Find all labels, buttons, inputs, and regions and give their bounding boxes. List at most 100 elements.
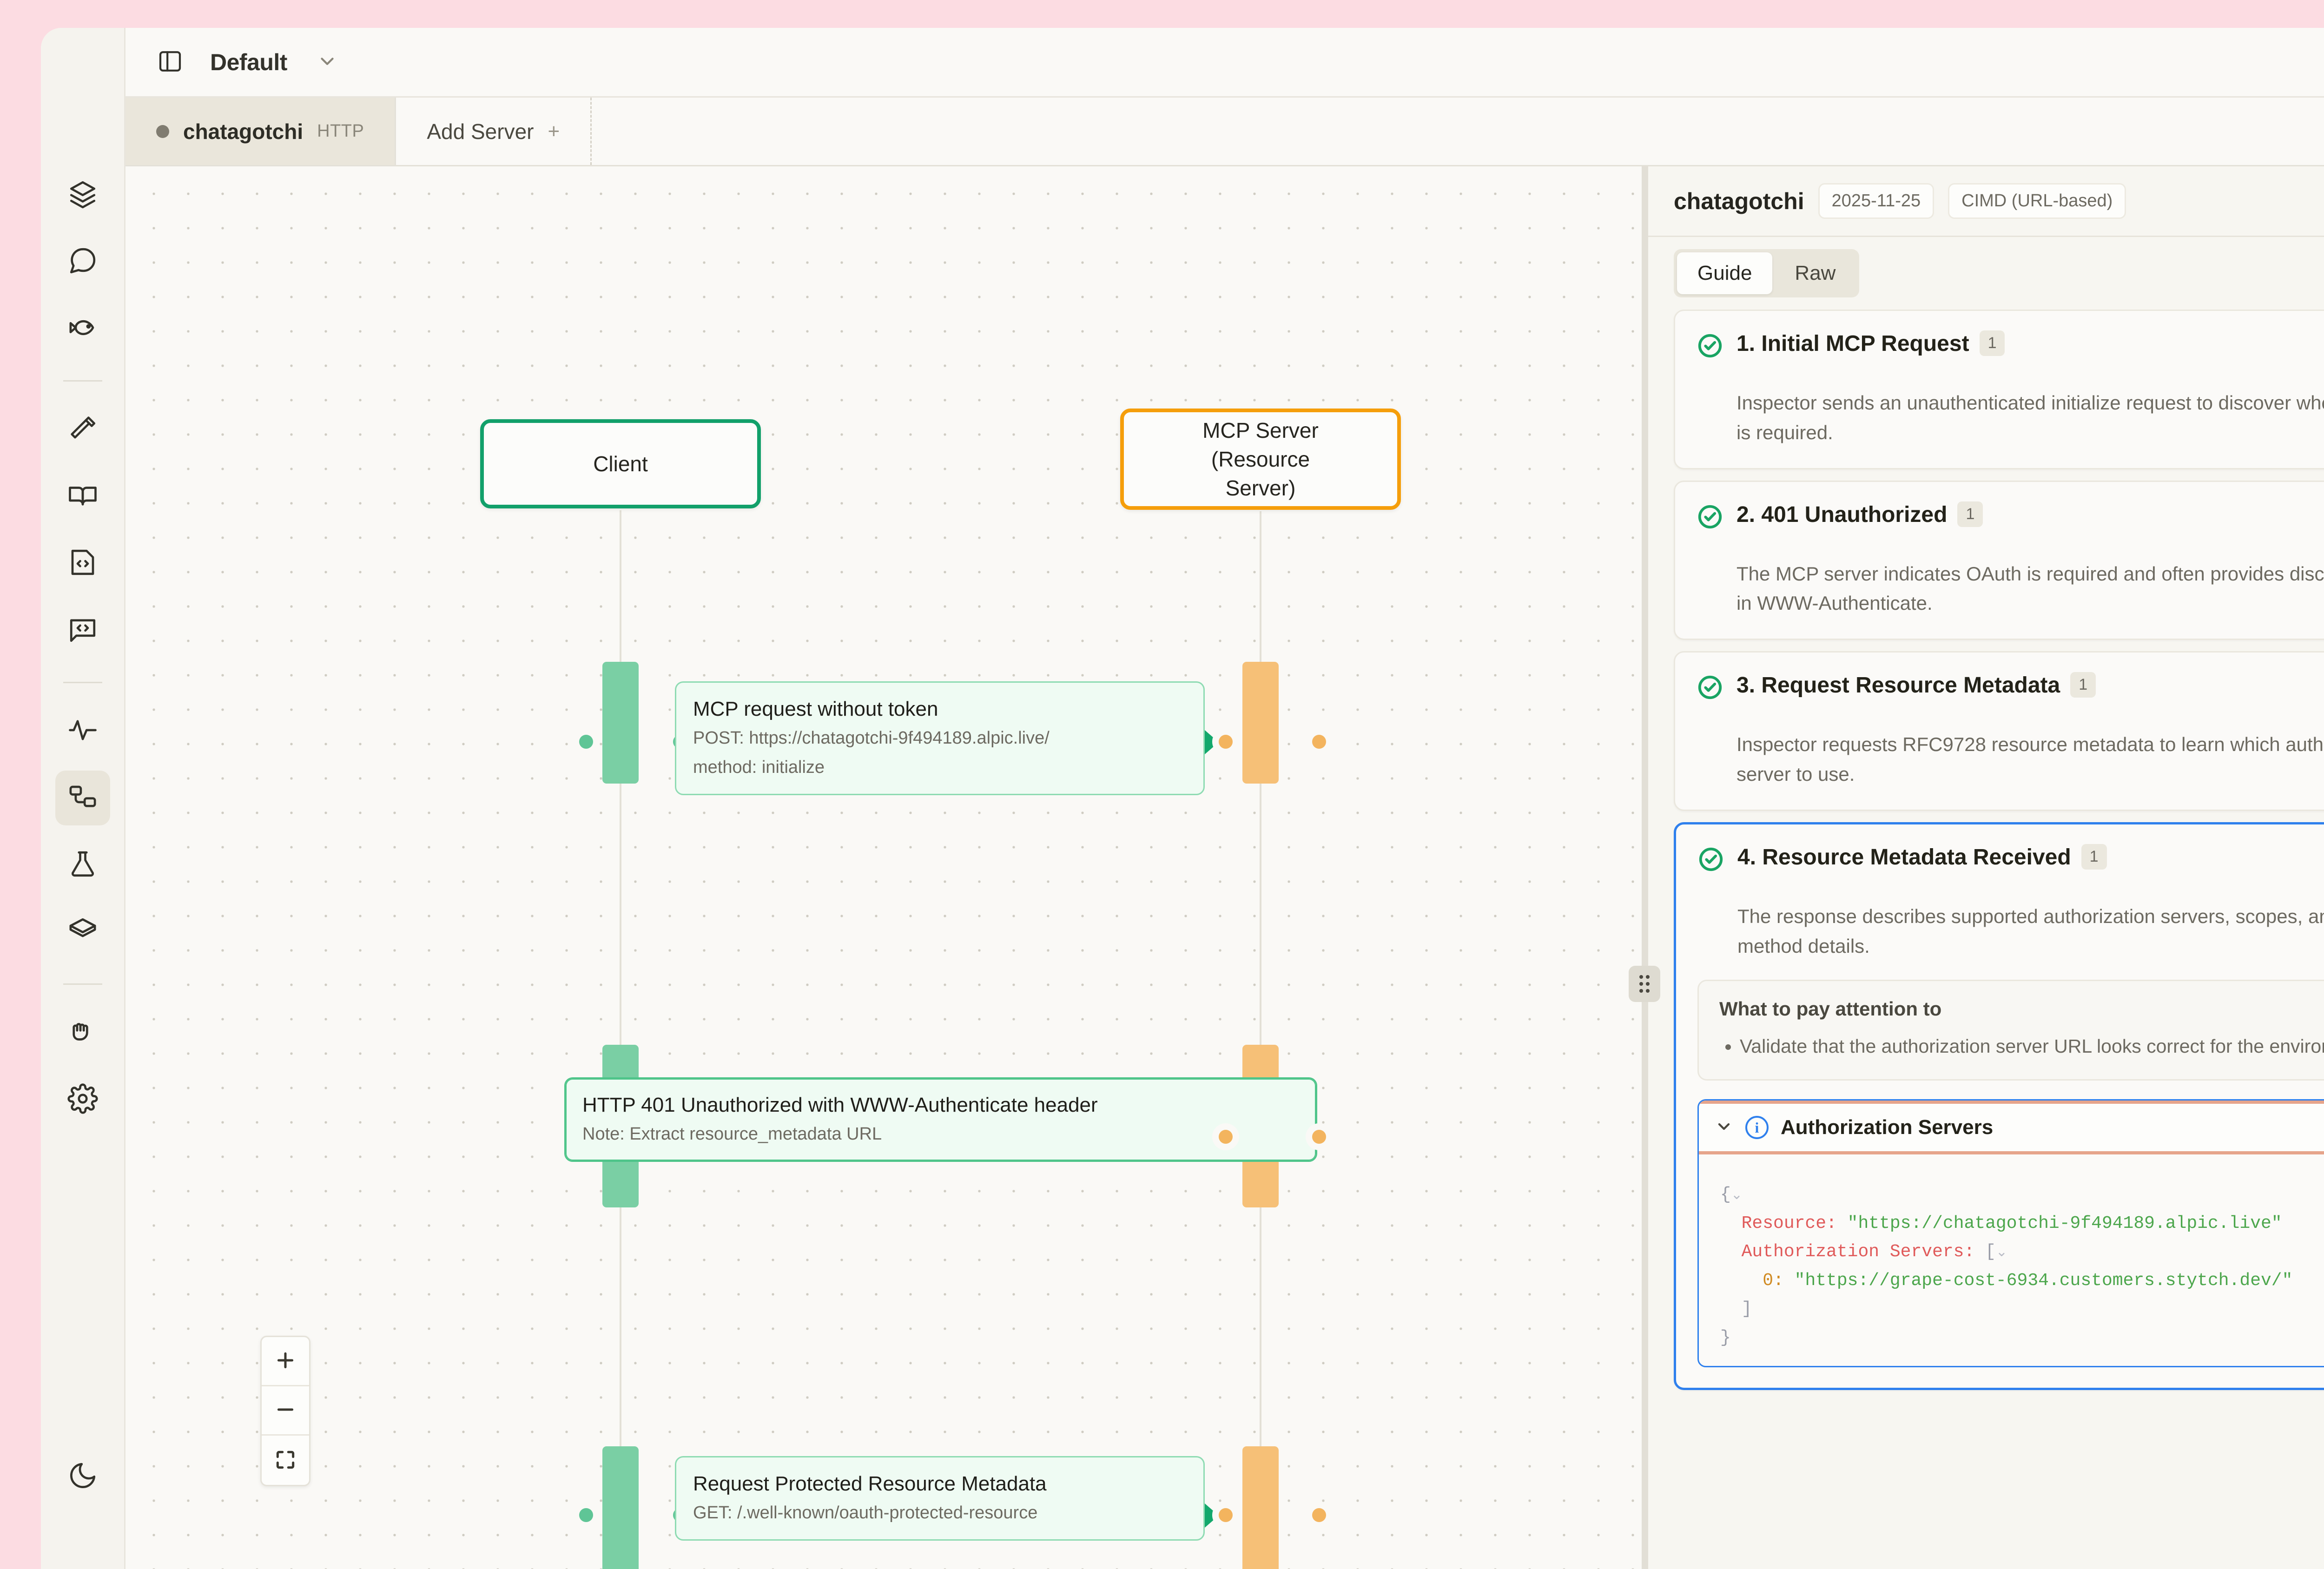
log-entry-header[interactable]: i Authorization Servers 12:39:32 PM (1699, 1101, 2324, 1155)
tab-chatagotchi[interactable]: chatagotchi HTTP (125, 98, 396, 165)
diagram-message-3[interactable]: Request Protected Resource Metadata GET:… (675, 1456, 1205, 1541)
panel-resize-handle[interactable] (1629, 166, 1660, 1569)
log-entry: i Authorization Servers 12:39:32 PM {⌄ R… (1697, 1099, 2324, 1368)
rail-divider-3 (63, 983, 102, 985)
tab-add-server[interactable]: Add Server + (396, 98, 592, 165)
message-sub: GET: /.well-known/oauth-protected-resour… (693, 1503, 1038, 1523)
diagram-message-2[interactable]: HTTP 401 Unauthorized with WWW-Authentic… (564, 1077, 1317, 1162)
log-entry-title: Authorization Servers (1781, 1116, 1994, 1139)
chat-bubble-icon (67, 245, 98, 278)
info-icon: i (1745, 1116, 1769, 1140)
sidebar-item-fish[interactable] (55, 301, 110, 356)
chevron-down-icon[interactable] (1715, 1117, 1733, 1138)
message-title: MCP request without token (693, 698, 938, 720)
sidebar-item-resources[interactable] (55, 469, 110, 524)
step-title: 3. Request Resource Metadata (1736, 673, 2060, 698)
endpoint-dot (1312, 1130, 1326, 1144)
diagram-node-client[interactable]: Client (480, 419, 761, 508)
sidebar-item-chat[interactable] (55, 234, 110, 289)
check-circle-icon (1697, 846, 1724, 873)
json-index: 0: (1763, 1270, 1784, 1291)
step-title: 2. 401 Unauthorized (1736, 502, 1948, 527)
step-title: 4. Resource Metadata Received (1737, 844, 2071, 870)
message-sub: Note: Extract resource_metadata URL (582, 1124, 882, 1144)
server-tab-strip: chatagotchi HTTP Add Server + (125, 98, 2324, 166)
sidebar-item-tools[interactable] (55, 402, 110, 457)
json-open-brace: { (1720, 1185, 1731, 1205)
plus-icon: + (548, 119, 560, 143)
sidebar-item-packages[interactable] (55, 904, 110, 959)
zoom-out-button[interactable] (262, 1386, 309, 1436)
tab-label: chatagotchi (183, 119, 304, 144)
left-rail (41, 28, 125, 1569)
stack-icon (67, 178, 98, 211)
endpoint-dot (1219, 735, 1233, 749)
minus-icon (274, 1398, 297, 1423)
status-dot-icon (156, 125, 169, 138)
sidebar-item-prompts[interactable] (55, 603, 110, 658)
diagram-message-1[interactable]: MCP request without token POST: https://… (675, 681, 1205, 796)
sidebar-toggle-button[interactable] (151, 43, 190, 82)
node-label: Client (593, 451, 648, 476)
lifeline-server (1260, 511, 1261, 1569)
sidebar-item-theme-toggle[interactable] (55, 1449, 110, 1504)
json-value: "https://chatagotchi-9f494189.alpic.live… (1847, 1213, 2282, 1233)
message-title: Request Protected Resource Metadata (693, 1472, 1047, 1495)
activation-client-1 (602, 662, 639, 784)
rail-divider-2 (63, 682, 102, 683)
zoom-in-button[interactable] (262, 1337, 309, 1386)
flow-type-badge: CIMD (URL-based) (1948, 183, 2126, 219)
step-count-badge: 1 (2081, 844, 2107, 870)
sidebar-item-activity[interactable] (55, 704, 110, 758)
grip-dots-icon (1629, 966, 1660, 1002)
activity-icon (67, 715, 98, 748)
chevron-down-icon (317, 51, 338, 73)
fit-view-button[interactable] (262, 1436, 309, 1485)
diagram-node-mcp-server[interactable]: MCP Server (Resource Server) (1120, 409, 1401, 510)
step-count-badge: 1 (1957, 501, 1983, 527)
flask-icon (67, 849, 98, 882)
activation-server-3 (1242, 1446, 1279, 1569)
fold-toggle-icon[interactable]: ⌄ (1995, 1245, 2008, 1261)
activation-server-1 (1242, 662, 1279, 784)
log-json-viewer[interactable]: {⌄ Resource: "https://chatagotchi-9f4941… (1699, 1154, 2324, 1366)
fold-toggle-icon[interactable]: ⌄ (1730, 1188, 1743, 1204)
sidebar-item-workflow[interactable] (55, 771, 110, 825)
gear-icon (67, 1083, 98, 1116)
message-sub: method: initialize (693, 758, 825, 778)
tab-transport-badge: HTTP (317, 121, 364, 141)
message-sub: POST: https://chatagotchi-9f494189.alpic… (693, 728, 1050, 748)
check-circle-icon (1697, 674, 1723, 701)
step-count-badge: 1 (2070, 672, 2096, 698)
message-title: HTTP 401 Unauthorized with WWW-Authentic… (582, 1094, 1098, 1116)
json-bracket: ] (1741, 1299, 1752, 1319)
add-server-label: Add Server (427, 119, 534, 144)
fit-view-icon (274, 1448, 297, 1473)
json-bracket: [ (1985, 1242, 1996, 1262)
step-description: The response describes supported authori… (1737, 905, 2324, 957)
sequence-diagram-canvas[interactable]: Client MCP Server (Resource Server) MCP … (125, 166, 1642, 1569)
spec-version-badge: 2025-11-25 (1818, 183, 1934, 219)
body-split: Client MCP Server (Resource Server) MCP … (125, 166, 2324, 1569)
lifeline-client (620, 510, 621, 1569)
sidebar-item-stack[interactable] (55, 167, 110, 222)
sidebar-item-settings[interactable] (55, 1072, 110, 1127)
sidebar-item-hand[interactable] (55, 1005, 110, 1060)
tab-guide[interactable]: Guide (1677, 252, 1773, 294)
step-description: The MCP server indicates OAuth is requir… (1736, 562, 2324, 614)
endpoint-dot (1312, 735, 1326, 749)
arrowhead-icon (1205, 730, 1219, 754)
rail-divider-1 (63, 380, 102, 382)
book-open-icon (67, 480, 98, 513)
panel-left-icon (157, 48, 183, 76)
workspace-dropdown-button[interactable] (308, 43, 347, 82)
sidebar-item-templates[interactable] (55, 536, 110, 591)
tab-raw[interactable]: Raw (1774, 252, 1856, 294)
workspace-name: Default (210, 49, 287, 75)
sidebar-item-experiments[interactable] (55, 837, 110, 892)
